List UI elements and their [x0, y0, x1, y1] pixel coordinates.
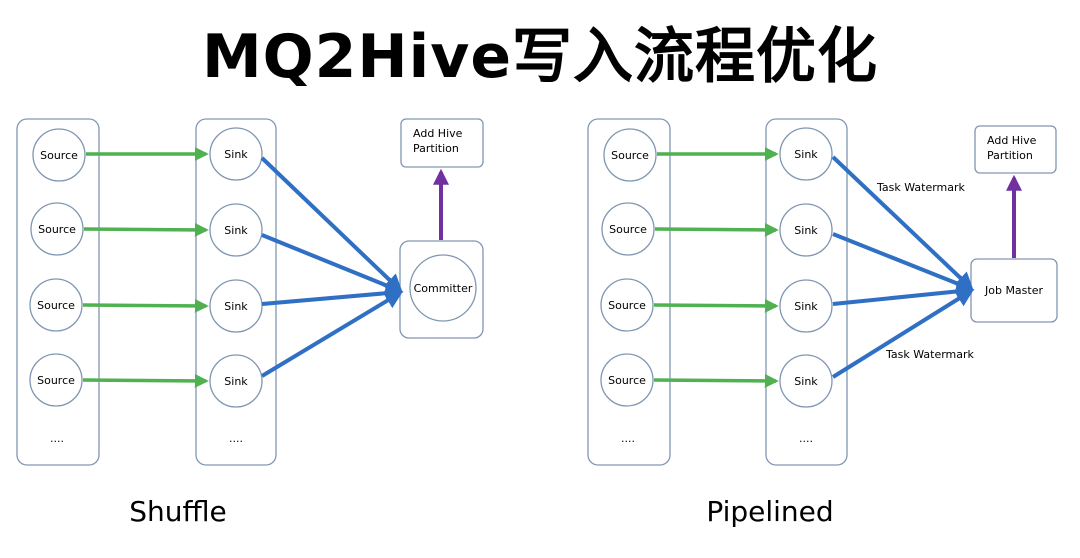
sink-node: [209, 203, 263, 257]
add-hive-label: Add Hive: [987, 134, 1037, 147]
task-watermark-label: Task Watermark: [876, 181, 966, 194]
shuffle-caption: Shuffle: [129, 495, 227, 528]
job-master-label: Job Master: [984, 284, 1043, 297]
source-label: Source: [37, 374, 75, 387]
source-label: Source: [611, 149, 649, 162]
add-hive-partition-box: [400, 118, 484, 168]
sink-node: [779, 354, 833, 408]
committer-node: [409, 254, 477, 322]
ellipsis: ....: [799, 432, 813, 445]
sink-label: Sink: [224, 148, 248, 161]
source-node: [30, 202, 84, 256]
blue-arrow: [260, 156, 403, 293]
source-node: [29, 353, 83, 407]
sink-node: [779, 127, 833, 181]
sink-node: [779, 279, 833, 333]
source-label: Source: [40, 149, 78, 162]
source-node: [603, 128, 657, 182]
source-label: Source: [38, 223, 76, 236]
sink-label: Sink: [794, 375, 818, 388]
shuffle-diagram: Source Source Source Source .... Sink Si…: [16, 118, 484, 466]
source-node: [600, 278, 654, 332]
sink-node: [209, 127, 263, 181]
sink-node: [209, 354, 263, 408]
source-label: Source: [609, 223, 647, 236]
partition-label: Partition: [413, 142, 459, 155]
source-label: Source: [37, 299, 75, 312]
green-arrow: [82, 373, 209, 388]
green-arrow: [654, 222, 779, 237]
source-node: [29, 278, 83, 332]
page-title: MQ2Hive写入流程优化: [201, 22, 879, 92]
sink-label: Sink: [224, 375, 248, 388]
blue-arrow: [261, 233, 404, 294]
blue-arrow: [831, 289, 975, 379]
blue-arrow: [832, 282, 975, 306]
partition-label: Partition: [987, 149, 1033, 162]
green-arrow: [83, 222, 209, 237]
pipelined-diagram: Source Source Source Source .... Sink Si…: [587, 118, 1058, 466]
task-watermark-label: Task Watermark: [885, 348, 975, 361]
source-node: [601, 202, 655, 256]
add-hive-label: Add Hive: [413, 127, 463, 140]
source-label: Source: [608, 299, 646, 312]
green-arrow: [653, 298, 779, 313]
add-hive-partition-box: [974, 125, 1057, 174]
green-arrow: [82, 298, 209, 313]
blue-arrow: [260, 291, 404, 378]
sink-label: Sink: [224, 224, 248, 237]
blue-arrow: [261, 284, 404, 306]
source-node: [600, 353, 654, 407]
sink-label: Sink: [794, 224, 818, 237]
sink-label: Sink: [794, 300, 818, 313]
blue-arrow: [832, 232, 975, 293]
sink-node: [209, 279, 263, 333]
ellipsis: ....: [621, 432, 635, 445]
source-node: [32, 128, 86, 182]
sink-node: [779, 203, 833, 257]
ellipsis: ....: [50, 432, 64, 445]
pipelined-caption: Pipelined: [706, 495, 834, 528]
green-arrow: [653, 373, 779, 388]
sink-label: Sink: [224, 300, 248, 313]
committer-label: Committer: [414, 282, 473, 295]
sink-label: Sink: [794, 148, 818, 161]
source-label: Source: [608, 374, 646, 387]
ellipsis: ....: [229, 432, 243, 445]
blue-arrow: [831, 155, 974, 291]
